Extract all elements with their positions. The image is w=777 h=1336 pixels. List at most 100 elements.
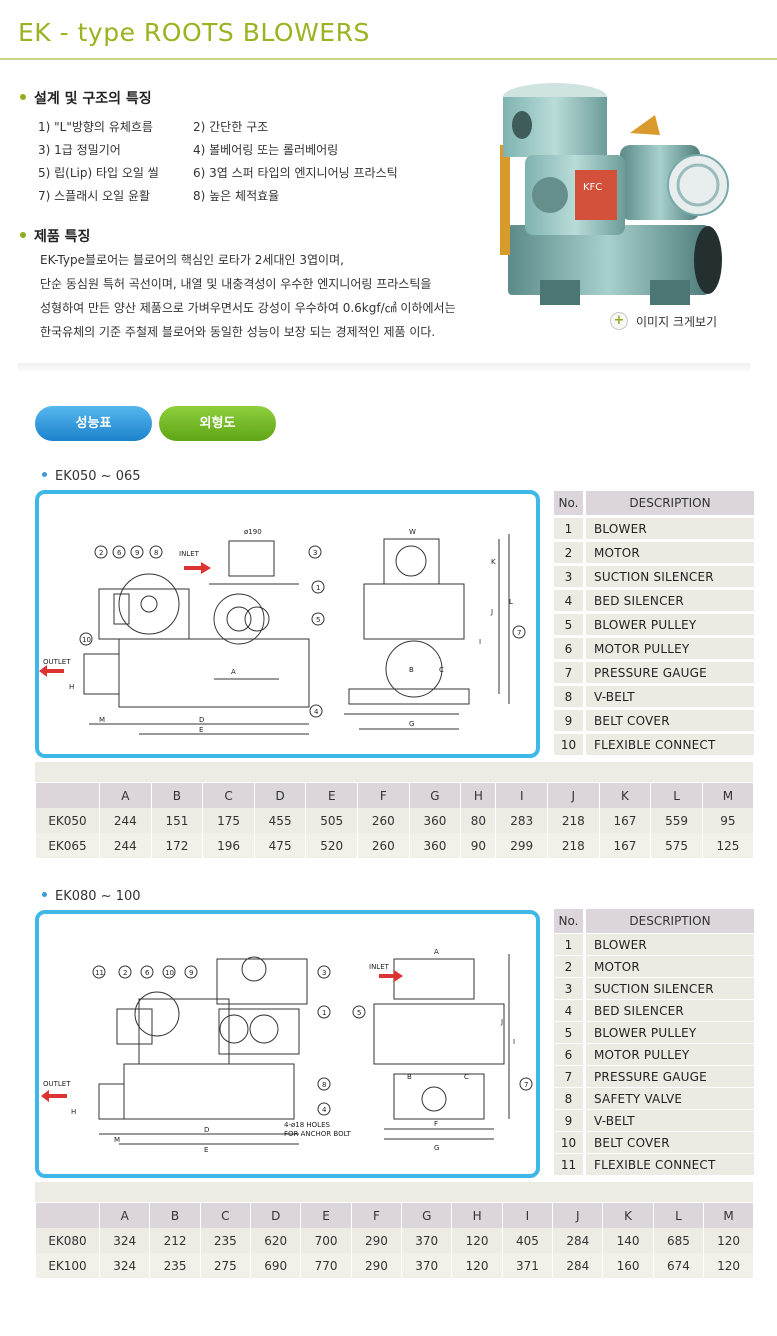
dimension-label: D [204, 1126, 209, 1134]
part-no: 2 [554, 956, 586, 977]
dimension-label: W [409, 528, 416, 536]
spec-cell: 700 [300, 1228, 352, 1253]
spec-cell: 360 [408, 808, 461, 833]
feature-item: 2) 간단한 구조 [193, 120, 269, 134]
spec-cell: 520 [305, 833, 358, 858]
anchor-bolt-label: FOR ANCHOR BOLT [284, 1130, 352, 1138]
outlet-label: OUTLET [43, 658, 71, 666]
part-no: 5 [554, 614, 586, 635]
tab-performance[interactable]: 성능표 [35, 406, 152, 441]
spec-header-cell: M [703, 1203, 753, 1228]
tab-outline[interactable]: 외형도 [159, 406, 276, 441]
dimension-label: H [69, 683, 74, 691]
model-cell: EK100 [35, 1253, 100, 1278]
spec-cell: 505 [305, 808, 358, 833]
part-desc: V-BELT [586, 686, 754, 707]
spec-cell: 235 [149, 1253, 201, 1278]
feature-item: 5) 립(Lip) 타입 오일 씰 [38, 166, 159, 180]
part-no: 6 [554, 1044, 586, 1065]
spec-cell: 140 [602, 1228, 654, 1253]
callout-number: 1 [322, 1009, 326, 1017]
part-desc: MOTOR [586, 542, 754, 563]
callout-number: 3 [313, 549, 317, 557]
diameter-label: ø190 [244, 528, 262, 536]
callout-number: 9 [189, 969, 193, 977]
callout-number: 5 [357, 1009, 361, 1017]
callout-number: 10 [165, 969, 174, 977]
part-no: 4 [554, 1000, 586, 1021]
spec-cell: 120 [703, 1253, 753, 1278]
product-photo[interactable]: KFC [480, 75, 740, 315]
spec-cell: 175 [202, 808, 255, 833]
dimension-label: E [204, 1146, 208, 1154]
dimension-label: B [409, 666, 414, 674]
spec-table-ek050: A B C D E F G H I J K L M EK050 244 151 … [35, 783, 753, 858]
section2-title: EK080 ~ 100 [42, 889, 141, 904]
spec-cell: 455 [253, 808, 306, 833]
part-desc: SUCTION SILENCER [586, 566, 754, 587]
spec-header-cell: D [253, 783, 306, 808]
description-line: EK-Type블로어는 블로어의 핵심인 로타가 2세대인 3엽이며, [40, 253, 344, 267]
spec-cell: 167 [598, 833, 651, 858]
table-row: EK100 324 235 275 690 770 290 370 120 37… [35, 1253, 753, 1278]
parts-header-no: No. [554, 491, 586, 515]
spec-cell: 90 [460, 833, 496, 858]
title-bar: EK - type ROOTS BLOWERS [0, 0, 777, 60]
spec-cell: 324 [98, 1253, 150, 1278]
part-desc: SUCTION SILENCER [586, 978, 754, 999]
parts-header-row: No. DESCRIPTION [554, 491, 754, 515]
callout-number: 6 [117, 549, 122, 557]
dimension-label: B [407, 1073, 412, 1081]
enlarge-image-link[interactable]: + 이미지 크게보기 [610, 312, 717, 330]
spec-cell: 244 [99, 833, 152, 858]
callout-number: 3 [322, 969, 326, 977]
separator-strip [35, 1182, 753, 1202]
spec-cell: 151 [150, 808, 203, 833]
model-cell: EK080 [35, 1228, 100, 1253]
dimension-label: M [99, 716, 105, 724]
spec-header-cell [35, 1203, 100, 1228]
spec-cell: 620 [250, 1228, 301, 1253]
separator-strip [35, 762, 753, 782]
callout-number: 8 [322, 1081, 326, 1089]
callout-number: 9 [135, 549, 139, 557]
callout-number: 2 [99, 549, 103, 557]
spec-cell: 275 [199, 1253, 251, 1278]
spec-cell: 324 [98, 1228, 150, 1253]
dimension-label: L [509, 598, 513, 606]
dimension-label: I [479, 638, 481, 646]
bullet-icon [20, 94, 26, 100]
spec-header-cell: C [199, 1203, 251, 1228]
part-no: 7 [554, 662, 586, 683]
part-desc: FLEXIBLE CONNECT [586, 734, 754, 755]
parts-header-desc: DESCRIPTION [586, 909, 754, 933]
spec-header-cell: I [501, 1203, 553, 1228]
part-desc: MOTOR PULLEY [586, 1044, 754, 1065]
callout-number: 6 [145, 969, 150, 977]
spec-header-row: A B C D E F G H I J K L M [35, 1203, 753, 1228]
dimension-label: F [434, 1120, 438, 1128]
dimension-label: A [434, 948, 439, 956]
part-desc: MOTOR [586, 956, 754, 977]
table-row: EK065 244 172 196 475 520 260 360 90 299… [35, 833, 753, 858]
dimension-label: G [434, 1144, 439, 1152]
feature-item: 6) 3엽 스퍼 타입의 엔지니어닝 프라스틱 [193, 166, 398, 180]
part-no: 3 [554, 978, 586, 999]
spec-cell: 559 [650, 808, 703, 833]
spec-cell: 283 [495, 808, 548, 833]
bullet-icon [42, 892, 47, 897]
feature-item: 3) 1급 정밀기어 [38, 143, 121, 157]
spec-header-cell: H [451, 1203, 503, 1228]
spec-cell: 218 [547, 833, 600, 858]
part-no: 9 [554, 1110, 586, 1131]
